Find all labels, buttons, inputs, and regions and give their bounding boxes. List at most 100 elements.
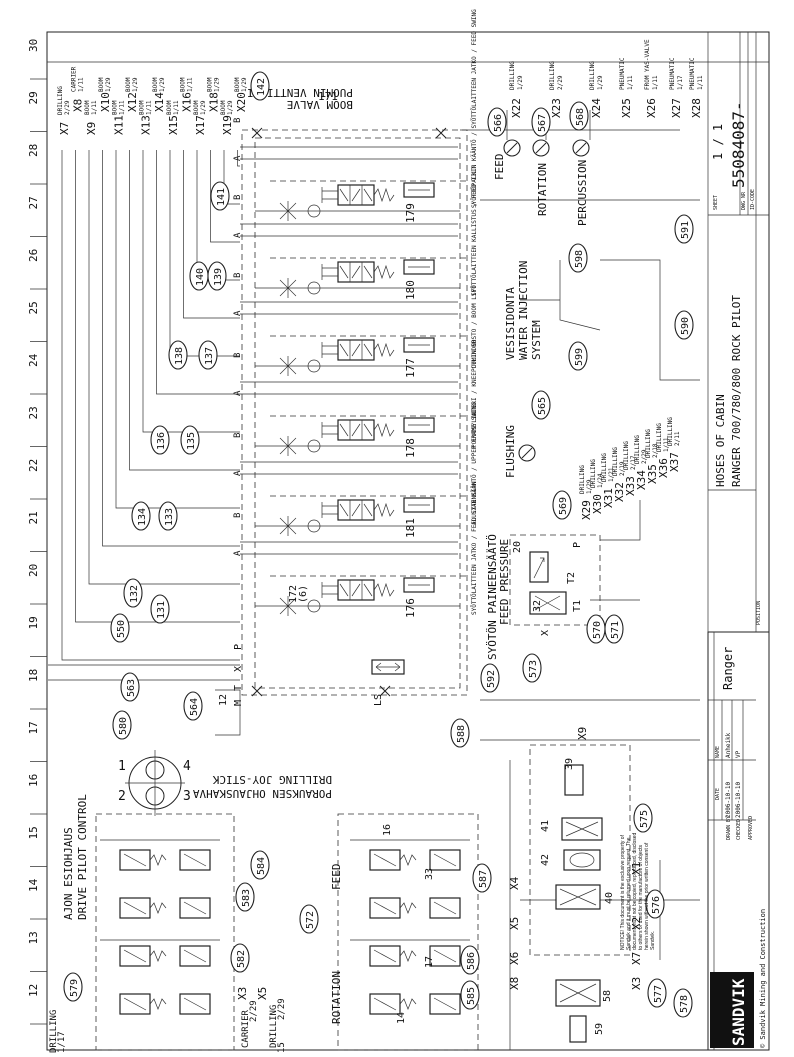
- valve-number: 181: [404, 518, 417, 538]
- directional-valve: 181 A B: [233, 433, 470, 538]
- connector-note: BOOM: [166, 100, 173, 115]
- grid-number: 29: [27, 91, 40, 104]
- water-en2-label: SYSTEM: [530, 320, 543, 360]
- grid-number: 21: [27, 511, 40, 524]
- connector-id: X12: [126, 92, 139, 112]
- svg-text:2006-10-10: 2006-10-10: [735, 781, 742, 818]
- connector-id: X30: [591, 494, 604, 514]
- callout-number: 576: [651, 896, 662, 914]
- port-b: B: [233, 195, 243, 200]
- connector-id: X32: [613, 482, 626, 502]
- grid-number: 14: [27, 878, 40, 892]
- callout-number: 132: [129, 585, 140, 603]
- connector-sub: 1/11: [663, 437, 670, 452]
- svg-text:3: 3: [183, 789, 191, 804]
- callout-number: 588: [456, 725, 467, 743]
- connector-sub: 1/21: [608, 467, 615, 482]
- connector-note: DRILLING: [667, 417, 674, 446]
- callout-bubble: [568, 341, 588, 371]
- port-ls-label: LS: [373, 694, 384, 706]
- callout-bubble: [569, 101, 589, 131]
- connector-note: DRILLING: [589, 61, 596, 90]
- connector-id: X9: [85, 122, 98, 135]
- connector-id: X8: [508, 977, 521, 990]
- callout-number: 571: [610, 621, 621, 639]
- grid-number: 12: [27, 984, 40, 997]
- port-p-label: P: [233, 644, 244, 650]
- connector-id: X36: [657, 458, 670, 478]
- callout-number: 575: [639, 810, 650, 828]
- callout-bubble: [673, 988, 693, 1018]
- connector-note: BOOM: [84, 100, 91, 115]
- svg-text:32: 32: [532, 600, 543, 612]
- callout-bubble: [158, 501, 178, 531]
- callout-bubble: [568, 243, 588, 273]
- callout-number: 578: [679, 995, 690, 1013]
- callout-bubble: [207, 261, 227, 291]
- callout-bubble: [647, 978, 667, 1008]
- svg-text:Anheikk: Anheikk: [725, 732, 732, 758]
- valve-number: 177: [404, 358, 417, 378]
- connector-sub: 1/11: [91, 100, 98, 115]
- svg-text:41: 41: [540, 820, 551, 832]
- joy-en-label: DRILLING JOY-STICK: [212, 773, 332, 786]
- port-a: A: [233, 390, 243, 396]
- svg-text:4: 4: [183, 759, 191, 774]
- port-b: B: [233, 433, 243, 438]
- connector-id: X19: [221, 115, 234, 135]
- connector-id: X35: [646, 464, 659, 484]
- callout-bubble: [645, 889, 665, 919]
- connector-sub: 1/11: [652, 75, 659, 90]
- svg-text:2: 2: [118, 789, 126, 804]
- section-caption-feed-ext: SYÖTTÖLAITTEEN JATKO / FEED EXTENSION: [471, 481, 478, 615]
- svg-text:40: 40: [604, 892, 615, 904]
- cross-markers: [251, 127, 447, 697]
- callout-number: 568: [575, 108, 586, 126]
- water-en1-label: WATER INJECTION: [517, 261, 530, 360]
- hose-lines: [48, 110, 700, 1050]
- callout-number: 566: [493, 114, 504, 132]
- connector-sub: 1/11: [697, 75, 704, 90]
- grid-number: 22: [27, 459, 40, 472]
- drilling-joystick: PORAUKSEN OHJAUSKAHVA DRILLING JOY-STICK…: [193, 773, 479, 1051]
- connector-note: DRILLING: [656, 423, 663, 452]
- callout-number: 141: [216, 188, 227, 206]
- company-label: © Sandvik Mining and Construction: [759, 909, 767, 1048]
- svg-text:VP: VP: [735, 750, 742, 758]
- port-b: B: [233, 118, 243, 123]
- connector-sub: 1/11: [186, 77, 193, 92]
- feed-pressure-en-label: FEED PRESSURE: [498, 539, 511, 625]
- grid-number: 25: [27, 301, 40, 314]
- grid-number: 28: [27, 144, 40, 157]
- rotation-label: ROTATION: [536, 163, 549, 216]
- port-a: A: [233, 310, 243, 316]
- callout-number: 550: [116, 620, 127, 638]
- valve-number: 178: [404, 438, 417, 458]
- connector-note: DRILLING: [57, 86, 64, 115]
- callout-bubble: [210, 181, 230, 211]
- port-a: A: [233, 470, 243, 476]
- valve-172-label: 172: [288, 585, 299, 603]
- callout-number: 136: [156, 432, 167, 450]
- callout-number: 133: [164, 508, 175, 526]
- callout-number: 569: [558, 497, 569, 515]
- connector-sub: 1/11: [627, 75, 634, 90]
- connector-note: DRILLING: [612, 447, 619, 476]
- port-a: A: [233, 155, 243, 161]
- svg-text:X: X: [540, 630, 551, 636]
- water-fi-label: VESISIDONTA: [504, 287, 517, 360]
- callout-number: 573: [528, 660, 539, 678]
- svg-text:POSITION: POSITION: [756, 601, 762, 625]
- svg-text:15: 15: [277, 1042, 287, 1053]
- connector-id: X10: [99, 92, 112, 112]
- grid-number: 15: [27, 826, 40, 839]
- connector-sub: 1/29: [132, 77, 139, 92]
- connector-note: DRILLING: [590, 459, 597, 488]
- svg-text:59: 59: [594, 1023, 605, 1035]
- svg-text:DRILLING: DRILLING: [49, 1010, 59, 1053]
- callout-bubble: [235, 882, 255, 912]
- section-caption-knee: POLVISYLINTERI / KNEE CYLINDER: [471, 339, 478, 448]
